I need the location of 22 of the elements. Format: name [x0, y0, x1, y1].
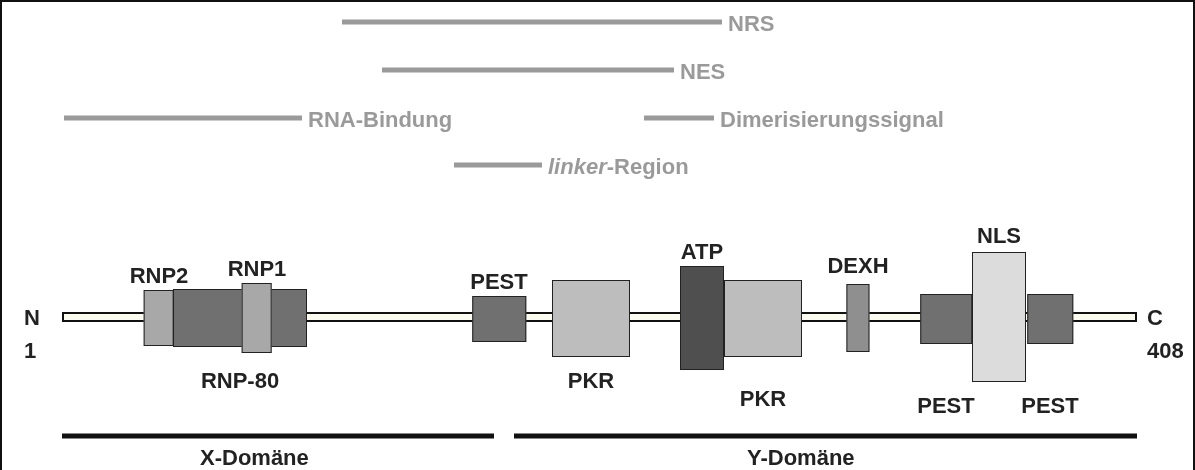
- region-label: RNA-Bindung: [308, 108, 453, 132]
- text-label: Y-Domäne: [747, 446, 855, 470]
- text-label: 408: [1147, 339, 1184, 363]
- text-label: C: [1147, 306, 1163, 330]
- region-label: linker-Region: [548, 155, 689, 179]
- domain-label: PEST: [1021, 394, 1079, 418]
- domain-label: RNP-80: [200, 369, 280, 393]
- domain-label: RNP1: [227, 257, 287, 281]
- domain-label: ATP: [680, 240, 724, 264]
- domain-label: PEST: [470, 270, 528, 294]
- text-label: 1: [24, 339, 37, 363]
- domain-label: PKR: [739, 387, 787, 411]
- domain-label: PKR: [567, 369, 615, 393]
- text-label: X-Domäne: [200, 446, 309, 470]
- domain-label: PEST: [917, 394, 975, 418]
- domain-label: NLS: [977, 224, 1021, 248]
- domain-label: DEXH: [827, 254, 889, 278]
- region-label: Dimerisierungssignal: [720, 108, 944, 132]
- region-label: NES: [680, 60, 726, 84]
- domain-label: RNP2: [129, 264, 189, 288]
- region-label: NRS: [728, 12, 775, 36]
- text-label: N: [24, 306, 40, 330]
